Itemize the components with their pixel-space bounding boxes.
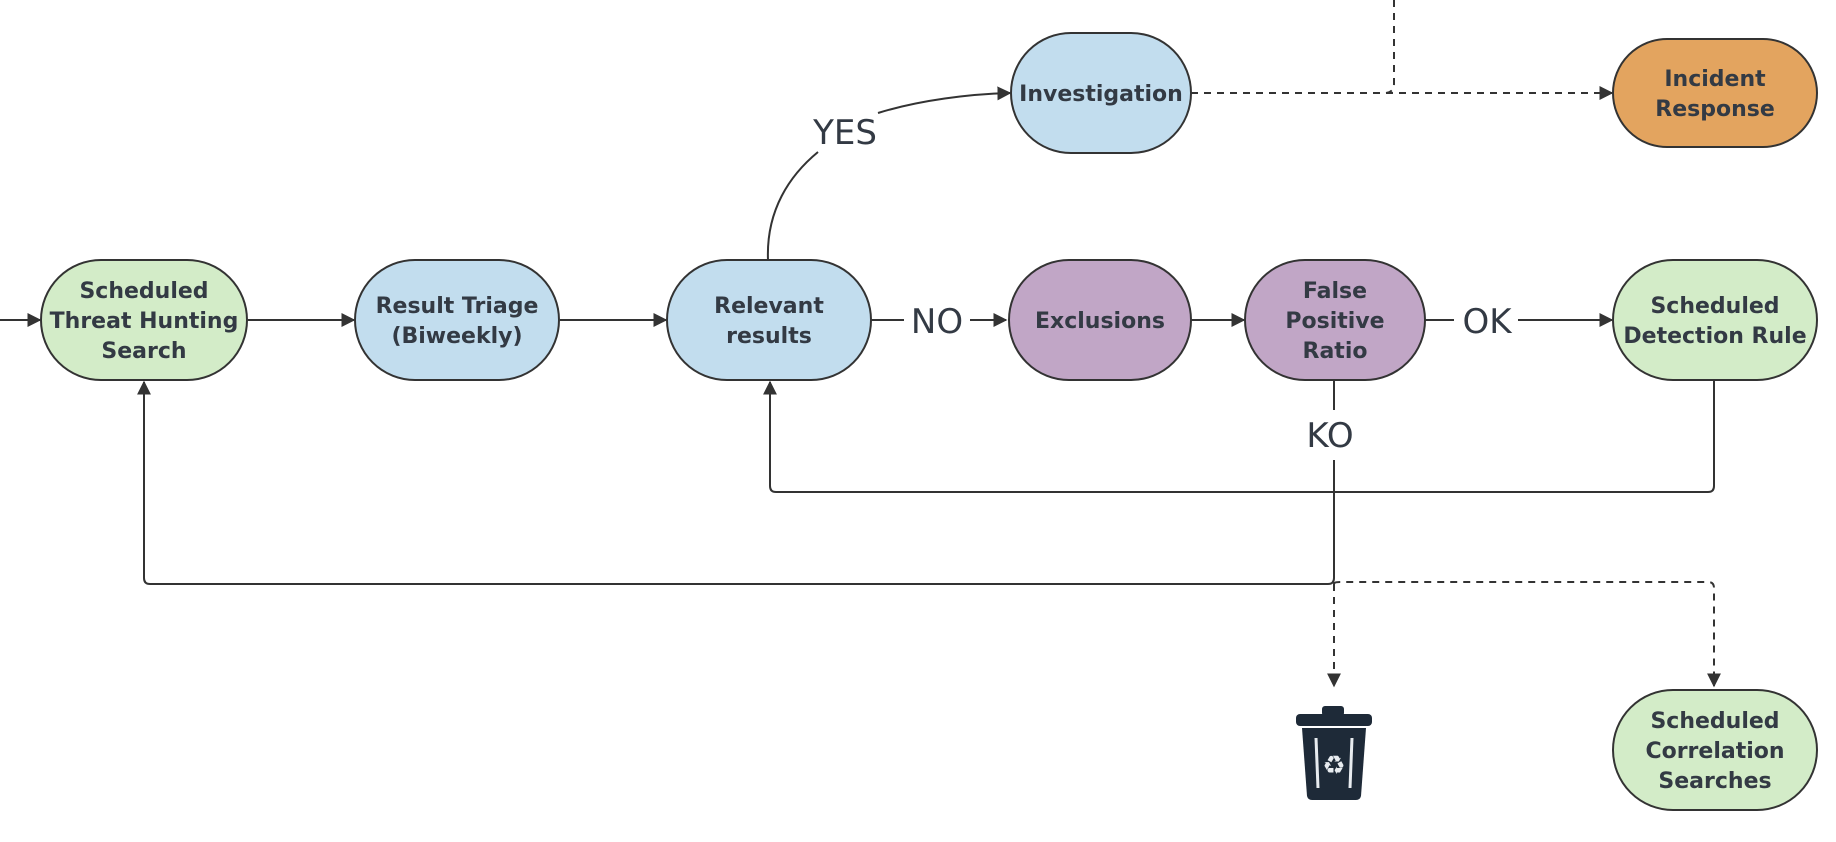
node-relevant-results-label-line: Relevant [714, 294, 824, 319]
node-exclusions[interactable]: Exclusions [1008, 259, 1192, 381]
node-detection-rule-label-line: Detection Rule [1623, 324, 1806, 349]
node-threat-hunting-label-line: Threat Hunting [50, 309, 239, 334]
node-threat-hunting-label-line: Search [101, 339, 186, 364]
node-threat-hunting-shape [40, 259, 248, 381]
node-incident-response-label-line: Incident [1664, 67, 1766, 92]
edge-top-dashed-incoming [1385, 0, 1395, 94]
node-threat-hunting-label-line: Scheduled [79, 279, 208, 304]
trash-bin-handle [1322, 706, 1344, 716]
node-relevant-results-label-line: results [726, 324, 812, 349]
node-relevant-results[interactable]: Relevant results [666, 259, 872, 381]
node-relevant-results-shape [666, 259, 872, 381]
edge-label-ok: OK [1462, 302, 1513, 342]
node-result-triage-label-line: Result Triage [376, 294, 539, 319]
node-incident-response-shape [1612, 38, 1818, 148]
node-exclusions-label-line: Exclusions [1035, 309, 1165, 334]
node-investigation-label-line: Investigation [1019, 82, 1183, 107]
trash-bin-stripe-right [1348, 737, 1354, 789]
edges [0, 0, 1721, 688]
node-false-positive-ratio-label-line: False [1303, 279, 1367, 304]
node-result-triage-shape [354, 259, 560, 381]
node-investigation[interactable]: Investigation [1010, 32, 1192, 154]
edge-ko-to-correlation [1333, 581, 1721, 688]
node-false-positive-ratio-label-line: Positive [1285, 309, 1384, 334]
trash-bin-icon: ♻ [1296, 706, 1372, 800]
node-false-positive-ratio-shape [1244, 259, 1426, 381]
edge-ko-to-threat-hunting [137, 380, 1335, 585]
edge-label-yes: YES [812, 113, 877, 153]
node-result-triage[interactable]: Result Triage (Biweekly) [354, 259, 560, 381]
node-correlation-searches-label-line: Correlation [1645, 739, 1784, 764]
trash-bin-stripe-left [1314, 737, 1320, 789]
recycle-symbol-icon: ♻ [1322, 751, 1345, 781]
edge-label-ko: KO [1306, 416, 1353, 456]
edge-relevant-to-investigation [766, 93, 1010, 261]
node-correlation-searches-shape [1612, 689, 1818, 811]
node-incident-response-label-line: Response [1655, 97, 1775, 122]
node-correlation-searches-label-line: Searches [1658, 769, 1771, 794]
node-investigation-shape [1010, 32, 1192, 154]
node-detection-rule-label-line: Scheduled [1650, 294, 1779, 319]
edge-detection-rule-to-relevant [763, 380, 1715, 493]
node-result-triage-label-line: (Biweekly) [391, 324, 522, 349]
node-exclusions-shape [1008, 259, 1192, 381]
edge-labels: YES NO OK KO [812, 113, 1513, 456]
trash-bin-lid [1296, 714, 1372, 726]
edge-label-no: NO [911, 302, 963, 342]
node-false-positive-ratio-label-line: Ratio [1303, 339, 1368, 364]
node-correlation-searches-label-line: Scheduled [1650, 709, 1779, 734]
node-detection-rule-shape [1612, 259, 1818, 381]
